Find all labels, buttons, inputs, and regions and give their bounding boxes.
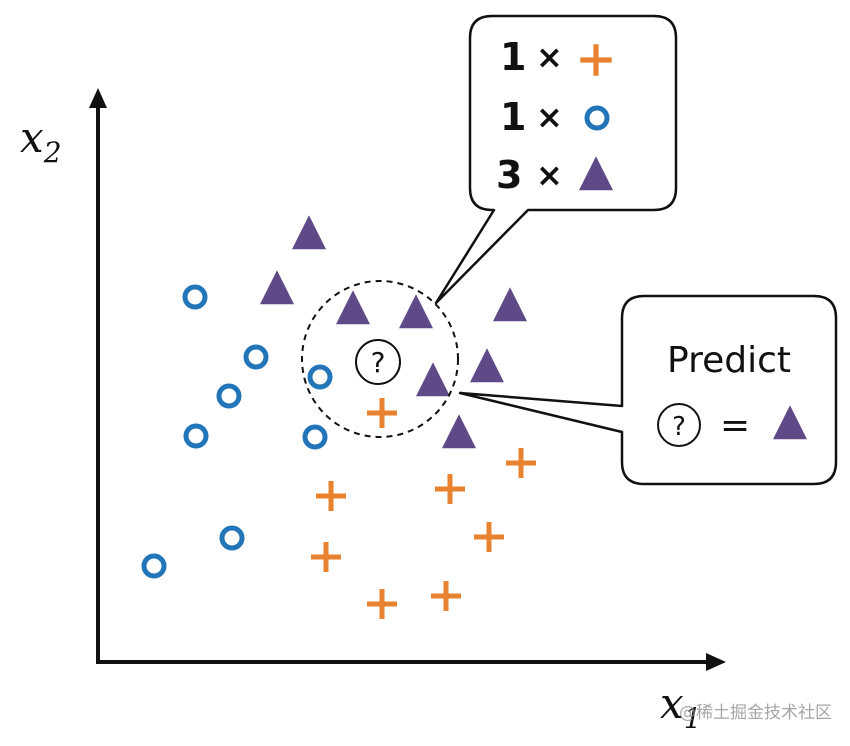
y-axis-label: x2 xyxy=(20,113,62,169)
triangle-point xyxy=(336,290,370,325)
plus-point xyxy=(311,542,341,572)
circle-point xyxy=(243,344,269,370)
count-row-2-times: × xyxy=(536,98,563,136)
predict-bubble xyxy=(458,294,838,486)
predict-title: Predict xyxy=(667,340,791,381)
triangle-marker-icon xyxy=(579,156,613,191)
plus-point xyxy=(316,481,346,511)
plus-point xyxy=(367,589,397,619)
circle-point xyxy=(216,383,242,409)
triangle-marker-icon xyxy=(773,405,807,440)
circle-marker-icon xyxy=(584,105,610,131)
neighbor-counts-callout: 1 × 1 × 3 × xyxy=(434,14,678,305)
circle-point xyxy=(183,423,209,449)
predict-query-circle xyxy=(657,403,701,447)
query-point: ? xyxy=(355,339,401,385)
x-axis-label-sub: 1 xyxy=(684,702,702,735)
axes xyxy=(89,88,726,671)
count-row-1-times: × xyxy=(536,38,563,76)
count-row-2-number: 1 xyxy=(500,95,526,139)
circle-point xyxy=(307,364,333,390)
predict-query-symbol: ? xyxy=(672,412,686,442)
triangle-marker-icon xyxy=(579,156,613,191)
x-axis-arrow-icon xyxy=(706,653,726,671)
plus-point xyxy=(431,581,461,611)
triangle-point xyxy=(493,287,527,322)
triangle-point xyxy=(442,414,476,449)
plus-point xyxy=(474,522,504,552)
plus-marker-icon xyxy=(580,44,612,76)
count-row-1-number: 1 xyxy=(500,35,526,79)
circle-point xyxy=(219,525,245,551)
circle-point xyxy=(141,553,167,579)
triangle-marker-icon xyxy=(773,405,807,440)
x-axis-label-main: x xyxy=(660,679,684,728)
query-point-symbol: ? xyxy=(371,346,386,379)
predict-callout: Predict ? = xyxy=(458,294,838,486)
triangle-point xyxy=(292,215,326,250)
plus-point xyxy=(506,448,536,478)
neighborhood-circle xyxy=(301,280,459,438)
triangle-point xyxy=(470,348,504,383)
x-axis-label: x1 xyxy=(660,679,702,735)
circle-marker-icon xyxy=(584,105,610,131)
circle-point xyxy=(302,424,328,450)
plus-point xyxy=(435,474,465,504)
watermark: @稀土掘金技术社区 xyxy=(679,703,832,723)
query-point-circle xyxy=(355,339,401,385)
count-row-3-times: × xyxy=(536,156,563,194)
predict-equals: = xyxy=(720,405,750,446)
triangle-point xyxy=(260,270,294,305)
y-axis-label-main: x xyxy=(20,113,44,162)
y-axis-arrow-icon xyxy=(89,88,107,108)
triangle-point xyxy=(399,294,433,329)
triangle-point xyxy=(416,362,450,397)
data-points xyxy=(141,215,536,619)
circle-point xyxy=(182,284,208,310)
y-axis-label-sub: 2 xyxy=(43,136,62,169)
plus-marker-icon xyxy=(580,44,612,76)
neighbor-counts-bubble xyxy=(434,14,678,305)
plus-point xyxy=(367,398,397,428)
count-row-3-number: 3 xyxy=(496,153,522,197)
